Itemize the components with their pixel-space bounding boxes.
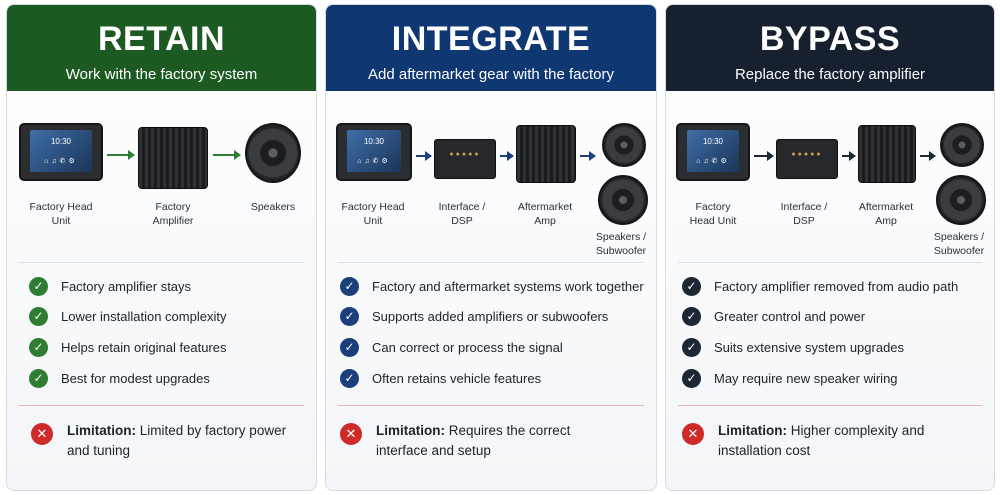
- divider: [19, 262, 304, 263]
- check-icon: ✓: [340, 368, 359, 388]
- limitation: ✕ Limitation: Limited by factory power a…: [31, 421, 307, 461]
- speaker-icon: [940, 123, 984, 167]
- dsp-icon: ●●●●●: [434, 139, 496, 179]
- feature-item: ✓Factory amplifier removed from audio pa…: [682, 275, 958, 297]
- x-icon: ✕: [340, 423, 362, 445]
- arrow-icon: [842, 151, 856, 161]
- component-label: Aftermarket: [517, 201, 573, 213]
- component-label: Factory Head: [341, 201, 405, 213]
- check-icon: ✓: [29, 368, 48, 388]
- divider: [19, 405, 304, 406]
- component-label: Head Unit: [689, 215, 737, 227]
- component-label: DSP: [451, 215, 473, 227]
- component-label: Factory: [695, 201, 731, 213]
- divider: [678, 405, 982, 406]
- component-label: Factory Head: [29, 201, 93, 213]
- feature-item: ✓May require new speaker wiring: [682, 367, 898, 389]
- divider: [678, 262, 982, 263]
- retain-panel: RETAIN Work with the factory system 10:3…: [6, 4, 317, 491]
- component-label: DSP: [793, 215, 815, 227]
- integrate-panel: INTEGRATE Add aftermarket gear with the …: [325, 4, 657, 491]
- feature-item: ✓Supports added amplifiers or subwoofers: [340, 305, 608, 327]
- feature-item: ✓Factory and aftermarket systems work to…: [340, 275, 644, 297]
- limitation-label: Limitation:: [718, 423, 787, 438]
- integrate-title: INTEGRATE: [391, 20, 591, 58]
- component-label: Factory: [155, 201, 191, 213]
- feature-item: ✓Greater control and power: [682, 305, 865, 327]
- check-icon: ✓: [29, 337, 48, 357]
- head-unit-icon: 10:30⌂♫✆⚙: [676, 123, 750, 181]
- feature-item: ✓Lower installation complexity: [29, 305, 226, 327]
- bypass-signal-diagram: 10:30⌂♫✆⚙ ●●●●● Factory Head Unit Interf…: [666, 91, 994, 261]
- check-icon: ✓: [340, 276, 359, 296]
- component-label: Aftermarket: [858, 201, 914, 213]
- integrate-signal-diagram: 10:30⌂♫✆⚙ ●●●●● Factory Head Unit Interf…: [326, 91, 656, 261]
- check-icon: ✓: [29, 306, 48, 326]
- limitation: ✕ Limitation: Requires the correct inter…: [340, 421, 596, 461]
- dsp-icon: ●●●●●: [776, 139, 838, 179]
- head-unit-icon: 10:30⌂♫✆⚙: [336, 123, 412, 181]
- integrate-header: INTEGRATE Add aftermarket gear with the …: [326, 5, 656, 91]
- feature-item: ✓Factory amplifier stays: [29, 275, 191, 297]
- bypass-header: BYPASS Replace the factory amplifier: [666, 5, 994, 91]
- component-label: Speakers /: [933, 231, 985, 243]
- arrow-icon: [107, 150, 135, 160]
- head-unit-icon: 10:30⌂♫✆⚙: [19, 123, 103, 181]
- component-label: Unit: [363, 215, 383, 227]
- check-icon: ✓: [340, 337, 359, 357]
- limitation: ✕ Limitation: Higher complexity and inst…: [682, 421, 938, 461]
- check-icon: ✓: [682, 306, 701, 326]
- amplifier-icon: [858, 125, 916, 183]
- component-label: Subwoofer: [933, 245, 985, 257]
- limitation-label: Limitation:: [67, 423, 136, 438]
- component-label: Amplifier: [152, 215, 194, 227]
- component-label: Interface /: [780, 201, 828, 213]
- arrow-icon: [416, 151, 432, 161]
- divider: [338, 405, 644, 406]
- subwoofer-icon: [936, 175, 986, 225]
- retain-title: RETAIN: [97, 20, 226, 58]
- retain-header: RETAIN Work with the factory system: [7, 5, 316, 91]
- limitation-text: Requires the correct interface and setup: [376, 423, 571, 458]
- component-label: Subwoofer: [595, 245, 647, 257]
- component-label: Speakers: [250, 201, 296, 213]
- bypass-panel: BYPASS Replace the factory amplifier 10:…: [665, 4, 995, 491]
- arrow-icon: [213, 150, 241, 160]
- x-icon: ✕: [682, 423, 704, 445]
- component-label: Interface /: [438, 201, 486, 213]
- limitation-text: Higher complexity and installation cost: [718, 423, 925, 458]
- check-icon: ✓: [682, 368, 701, 388]
- check-icon: ✓: [682, 276, 701, 296]
- divider: [338, 262, 644, 263]
- component-label: Amp: [534, 215, 556, 227]
- feature-item: ✓Suits extensive system upgrades: [682, 336, 904, 358]
- retain-subtitle: Work with the factory system: [65, 66, 258, 83]
- feature-item: ✓Helps retain original features: [29, 336, 226, 358]
- feature-item: ✓Can correct or process the signal: [340, 336, 563, 358]
- integrate-subtitle: Add aftermarket gear with the factory: [368, 66, 614, 83]
- x-icon: ✕: [31, 423, 53, 445]
- speaker-icon: [245, 123, 301, 183]
- arrow-icon: [920, 151, 936, 161]
- component-label: Unit: [51, 215, 71, 227]
- check-icon: ✓: [682, 337, 701, 357]
- bypass-title: BYPASS: [759, 20, 901, 58]
- speaker-icon: [602, 123, 646, 167]
- limitation-label: Limitation:: [376, 423, 445, 438]
- component-label: Speakers /: [595, 231, 647, 243]
- component-label: Amp: [875, 215, 897, 227]
- subwoofer-icon: [598, 175, 648, 225]
- arrow-icon: [754, 151, 774, 161]
- limitation-text: Limited by factory power and tuning: [67, 423, 287, 458]
- check-icon: ✓: [340, 306, 359, 326]
- bypass-subtitle: Replace the factory amplifier: [734, 66, 926, 83]
- retain-signal-diagram: 10:30⌂♫✆⚙ Factory Head Unit Factory Ampl…: [7, 91, 316, 261]
- arrow-icon: [580, 151, 596, 161]
- arrow-icon: [500, 151, 514, 161]
- feature-item: ✓Often retains vehicle features: [340, 367, 541, 389]
- check-icon: ✓: [29, 276, 48, 296]
- amplifier-icon: [138, 127, 208, 189]
- amplifier-icon: [516, 125, 576, 183]
- feature-item: ✓Best for modest upgrades: [29, 367, 210, 389]
